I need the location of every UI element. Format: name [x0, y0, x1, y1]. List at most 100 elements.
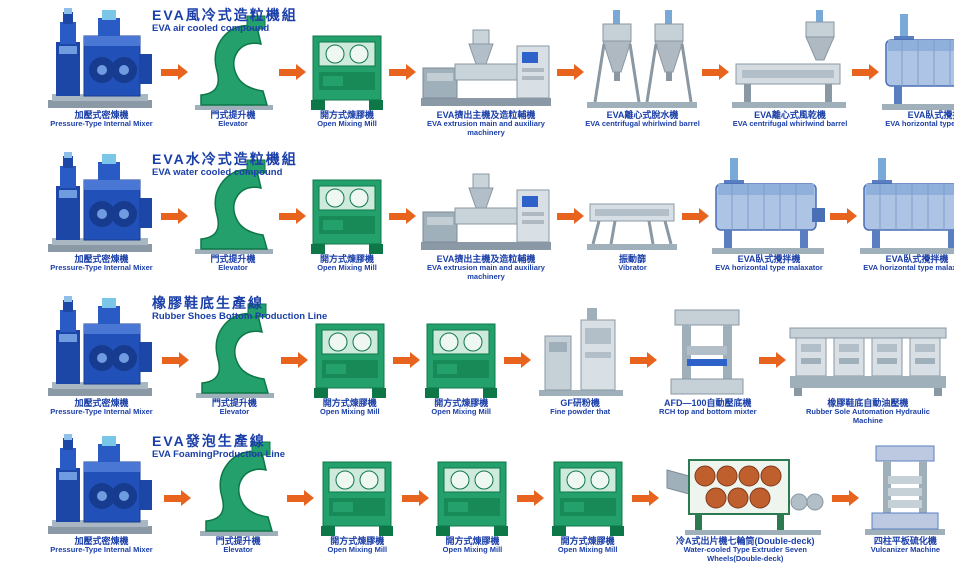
- mill-icon: [548, 448, 628, 536]
- machine-label-cn: 開方式煉膠機: [319, 110, 374, 120]
- elevator-icon: [189, 10, 277, 110]
- extruder-icon: [419, 162, 554, 254]
- extruder-icon: [419, 18, 554, 110]
- machine-label-cn: 門式提升機: [215, 536, 261, 546]
- flow-arrow-icon: [832, 490, 860, 506]
- mill-icon: [421, 310, 501, 398]
- machine-label-en: EVA centrifugal whirlwind barrel: [585, 119, 700, 129]
- centrifugal-icon: [585, 10, 700, 110]
- machine-seven-wheel: 冷A式出片機七輪筒(Double-deck)Water-cooled Type …: [663, 440, 828, 568]
- machine-label-cn: 開方式煉膠機: [330, 536, 385, 546]
- flow-arrow-icon: [286, 490, 314, 506]
- internal-mixer-icon: [44, 296, 159, 398]
- machine-label-cn: GF研粉機: [560, 398, 600, 408]
- flow-arrow-icon: [632, 490, 660, 506]
- machine-label-cn: EVA擠出主機及造粒輔機: [436, 110, 536, 120]
- internal-mixer-icon: [44, 152, 159, 254]
- mill-icon: [310, 310, 390, 398]
- row-title-cn: EVA發泡生產線: [152, 433, 266, 449]
- flow-arrow-icon: [830, 208, 857, 224]
- machine-label-en: Open Mixing Mill: [327, 545, 388, 555]
- row-title-en: EVA FoamingProduction Line: [152, 449, 285, 461]
- machine-label-en: Open Mixing Mill: [320, 407, 380, 417]
- machine-label-en: Vulcanizer Machine: [870, 545, 941, 555]
- machine-label-en: RCH top and bottom mixter: [659, 407, 757, 417]
- machine-label-cn: 門式提升機: [211, 398, 257, 408]
- flow-arrow-icon: [503, 352, 531, 368]
- machine-label-en: EVA horizontal type malaxator: [715, 263, 823, 273]
- machine-label-cn: EVA臥式攪拌機: [907, 110, 954, 120]
- mill-icon: [307, 166, 387, 254]
- flow-arrow-icon: [281, 352, 309, 368]
- machine-label-en: EVA extrusion main and auxiliary machine…: [427, 119, 545, 137]
- machine-label-cn: EVA臥式攪拌機: [737, 254, 801, 264]
- hydraulic-line-icon: [788, 306, 948, 398]
- machine-label-cn: 四柱平板硫化機: [873, 536, 937, 546]
- machine-label-en: Elevator: [218, 119, 248, 129]
- machine-label-en: Open Mixing Mill: [442, 545, 503, 555]
- mill-icon: [432, 448, 512, 536]
- machine-label-cn: 開方式煉膠機: [434, 398, 489, 408]
- elevator-icon: [189, 154, 277, 254]
- flow-arrow-icon: [557, 208, 584, 224]
- horizontal-mixer-icon: [710, 158, 828, 254]
- row-title-en: Rubber Shoes Bottom Production Line: [152, 311, 328, 323]
- machine-label-en: EVA extrusion main and auxiliary machine…: [427, 263, 545, 281]
- seven-wheel-icon: [663, 440, 828, 536]
- machine-label-cn: EVA臥式攪拌機: [885, 254, 949, 264]
- horizontal-mixer-icon: [858, 158, 954, 254]
- machine-label-cn: 加壓式密煉機: [74, 110, 129, 120]
- machine-label-cn: 門式提升機: [210, 254, 256, 264]
- horizontal-mixer-icon: [880, 14, 954, 110]
- flow-arrow-icon: [389, 64, 416, 80]
- gf-powder-icon: [533, 306, 628, 398]
- machine-label-en: EVA horizontal type malaxator: [885, 119, 954, 129]
- machine-label-en: Open Mixing Mill: [317, 119, 377, 129]
- flow-arrow-icon: [392, 352, 420, 368]
- flow-arrow-icon: [682, 208, 709, 224]
- machine-label-en: Elevator: [219, 407, 250, 417]
- machine-label-cn: EVA擠出主機及造粒輔機: [436, 254, 536, 264]
- vulcanizer-icon: [863, 444, 948, 536]
- flow-arrow-icon: [759, 352, 787, 368]
